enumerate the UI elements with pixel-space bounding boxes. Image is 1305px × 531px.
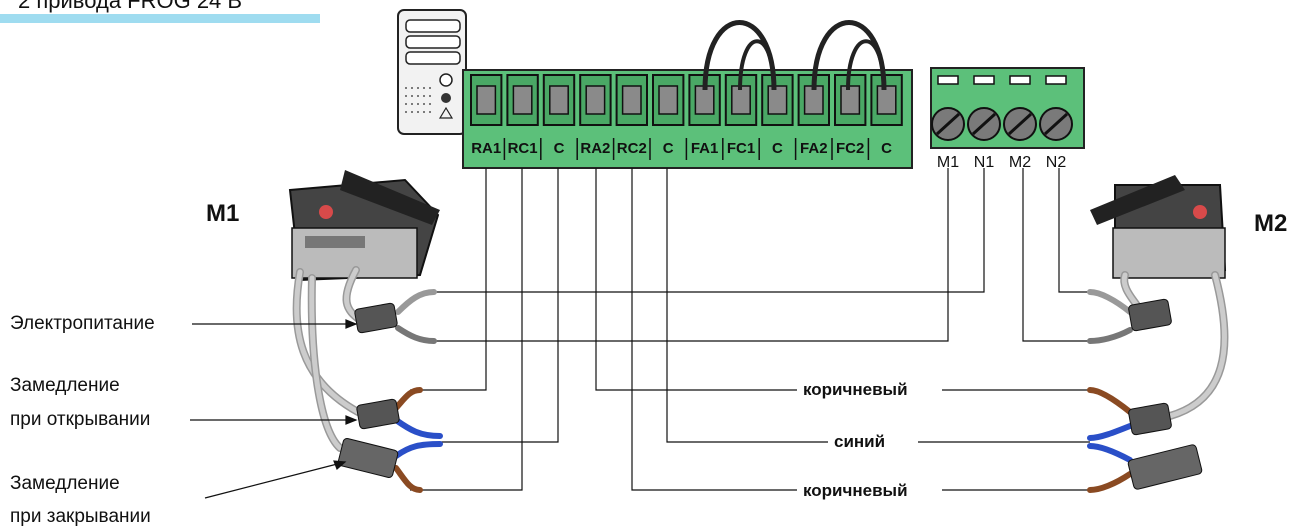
terminal-screw [476,85,497,115]
terminal-slot [761,74,794,126]
motor-terminal-tab [937,75,959,85]
terminal-screw [840,85,861,115]
wire-color-brown-top: коричневый [797,380,914,400]
motor-m2 [1090,175,1227,279]
terminal-screw [512,85,533,115]
terminal-slot [870,74,903,126]
motor-terminal-tab [973,75,995,85]
terminal-label: FA1 [691,140,719,157]
motor-terminal-slot [1043,112,1069,136]
terminal-label: FA2 [800,140,828,157]
slow-open-label-line1: Замедление [10,375,120,396]
terminal-screw [876,85,897,115]
title-underline [0,14,320,23]
terminal-label: FC2 [836,140,864,157]
m2-connectors [1127,298,1203,490]
signal-wires [410,168,1090,491]
terminal-label: C [772,140,783,157]
terminal-slot [506,74,539,126]
motor-m2-label: M2 [1254,210,1288,237]
terminal-screw [585,85,606,115]
terminal-screw [694,85,715,115]
terminal-label: RC2 [617,140,647,157]
label-pointers [190,319,358,499]
terminal-screw [767,85,788,115]
slow-close-label-line1: Замедление [10,473,120,494]
terminal-label: RA1 [471,140,501,157]
motor-terminal-tab [1009,75,1031,85]
motor-terminal-label: N2 [1046,154,1067,171]
terminal-label: RA2 [580,140,610,157]
terminal-screw [731,85,751,115]
jumpers [702,20,887,91]
m1-cables [292,266,443,493]
terminal-label: C [554,140,565,157]
motor-m1 [288,170,440,282]
motor-m1-label: M1 [206,200,240,227]
diagram-title: 2 привода FROG 24 В [18,0,243,13]
power-label: Электропитание [10,313,155,334]
motor-terminal-label: N1 [974,154,995,171]
terminal-screw [621,85,642,115]
motor-terminal-label: M2 [1009,154,1031,171]
wire-color-brown-bottom: коричневый [797,481,914,501]
motor-terminal-tab [1045,75,1067,85]
motor-terminal-slot [935,112,961,136]
motor-terminal-label: M1 [937,154,959,171]
motor-terminal-slot [971,112,997,136]
slow-close-label-line2: при закрывании [10,506,151,527]
slow-open-label-line2: при открывании [10,409,151,430]
terminal-label: C [881,140,892,157]
terminal-label: FC1 [727,140,755,157]
terminal-block-main [462,69,913,169]
terminal-screw [549,85,569,115]
motor-terminal-slot [1007,112,1033,136]
wire-color-blue: синий [828,432,892,452]
m1-connectors [337,302,400,479]
terminal-label: RC1 [508,140,538,157]
terminal-screw [803,85,824,115]
terminal-label: C [663,140,674,157]
receiver-module [397,9,467,135]
terminal-screw [658,85,679,115]
terminal-block-motors [930,67,1085,149]
